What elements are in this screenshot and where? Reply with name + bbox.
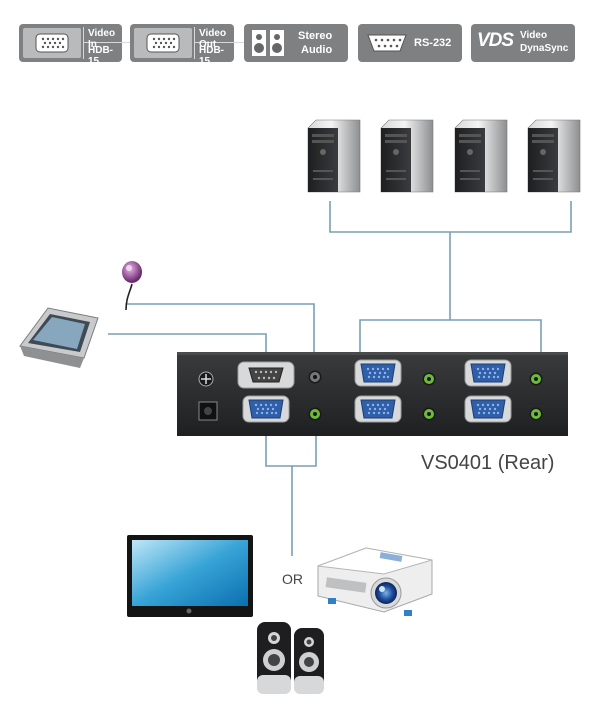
badge-video-in: Video In HDB-15: [19, 24, 141, 67]
computer-icon: [380, 119, 434, 193]
badge-line1: Video Out: [199, 28, 227, 50]
tv-monitor-icon: [127, 535, 253, 617]
touch-panel-icon: [19, 307, 99, 368]
projector-icon: [317, 547, 433, 616]
connection-lines: [108, 201, 572, 556]
badge-label: RS-232: [414, 37, 452, 49]
badge-divider: [83, 27, 84, 59]
vds-logo: VDS: [477, 30, 514, 51]
computer-icon: [454, 119, 508, 193]
badge-line2: HDB-15: [88, 45, 113, 67]
badge-line1: Stereo: [298, 30, 333, 42]
badge-divider: [194, 27, 195, 59]
ir-receiver-icon: [122, 261, 142, 311]
serial-port-icon: [366, 33, 408, 53]
computer-icon: [307, 119, 361, 193]
badge-video-out: Video Out HDB-15: [130, 24, 252, 67]
device-caption: VS0401 (Rear): [421, 452, 555, 474]
or-label: OR: [282, 571, 303, 587]
computer-icon: [527, 119, 581, 193]
badge-divider: [194, 42, 252, 43]
switch-rear-panel: [177, 352, 568, 436]
badge-line1: Video: [520, 30, 548, 41]
badge-line2: DynaSync: [520, 43, 569, 54]
badge-line1: Video In: [88, 28, 116, 50]
badge-stereo-audio: Stereo Audio: [244, 24, 348, 62]
vga-port-icon: [134, 28, 192, 58]
badge-line2: Audio: [301, 44, 333, 56]
badge-rs232: RS-232: [358, 24, 462, 62]
speakers-icon: [257, 622, 324, 694]
badge-line2: HDB-15: [199, 45, 224, 67]
vga-port-icon: [23, 28, 81, 58]
speaker-icon: [249, 28, 289, 58]
badge-vds: VDS Video DynaSync: [471, 24, 575, 62]
badge-divider: [83, 42, 141, 43]
